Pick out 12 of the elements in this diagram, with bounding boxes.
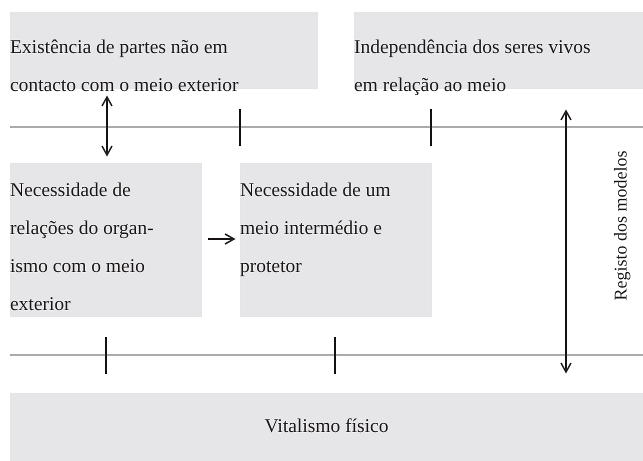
box-text: Independência dos seres vivos em relação ao meio [354,36,592,98]
box-text: Necessidade de relações do organ- ismo com o meio exterior [10,179,155,317]
arrow [208,233,235,245]
text-box [10,163,202,317]
arrow [560,110,572,373]
axis-label: Registo dos modelos [610,150,632,300]
box-text: Existência de partes não em contacto com o meio exterior [10,36,240,98]
arrow [101,96,113,156]
text-box [240,163,432,317]
box-text: Vitalismo físico [264,415,390,439]
text-box [10,393,643,461]
box-text: Necessidade de um meio intermédio e protetor [240,179,392,279]
